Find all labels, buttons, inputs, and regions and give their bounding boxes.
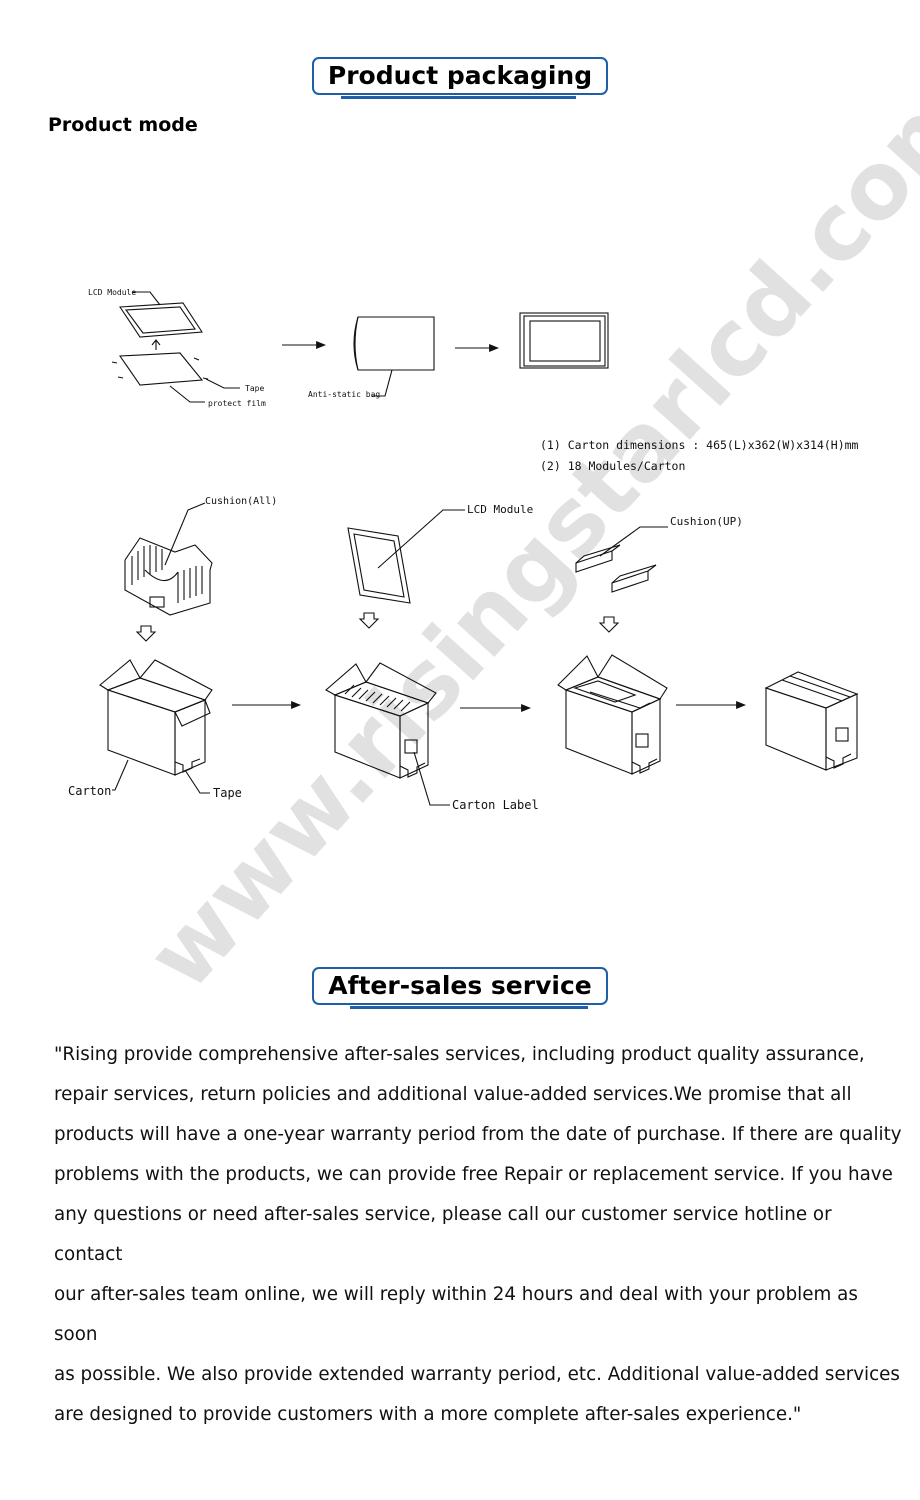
- cushion-up-illustration: [575, 526, 668, 593]
- carton-label-label: Carton Label: [452, 798, 539, 812]
- lcd-module-label: LCD Module: [467, 503, 533, 516]
- product-mode-heading: Product mode: [48, 114, 198, 136]
- aftersales-title: After-sales service: [312, 967, 608, 1005]
- sealed-carton-illustration: [764, 671, 859, 771]
- tape-small-label: Tape: [245, 384, 264, 393]
- carton-dimensions-text: (1) Carton dimensions : 465(L)x362(W)x31…: [540, 438, 859, 452]
- anti-static-bag-label: Anti-static bag: [308, 390, 380, 399]
- protect-film-label: protect film: [208, 399, 266, 408]
- sealed-module-illustration: [519, 312, 609, 369]
- packaging-section-title: Product packaging: [0, 57, 920, 95]
- carton-with-cushion-illustration: [557, 654, 668, 775]
- cushion-all-label: Cushion(All): [205, 496, 277, 507]
- modules-per-carton-text: (2) 18 Modules/Carton: [540, 459, 685, 473]
- carton-label-text: Carton: [68, 784, 111, 798]
- packaging-diagram: LCD Module Tape protect film Anti-static…: [68, 288, 859, 812]
- carton-with-modules-illustration: [325, 662, 450, 806]
- tape-label-text: Tape: [213, 786, 242, 800]
- aftersales-section-title: After-sales service: [0, 967, 920, 1005]
- open-carton-illustration: [99, 659, 213, 794]
- cushion-all-illustration: [124, 502, 213, 616]
- down-arrow-2: [358, 612, 380, 629]
- cushion-up-label: Cushion(UP): [670, 515, 743, 528]
- aftersales-title-underline: [350, 1006, 588, 1009]
- aftersales-paragraph: "Rising provide comprehensive after-sale…: [54, 1044, 902, 1425]
- lcd-module-small-label: LCD Module: [88, 288, 136, 297]
- packaging-title-underline: [341, 96, 576, 99]
- lcd-module-with-film-illustration: [111, 291, 240, 403]
- packaging-title: Product packaging: [311, 57, 609, 95]
- lcd-module-illustration: [347, 509, 465, 604]
- anti-static-bag-illustration: [353, 316, 435, 397]
- down-arrow-3: [598, 616, 620, 633]
- down-arrow-1: [135, 625, 157, 642]
